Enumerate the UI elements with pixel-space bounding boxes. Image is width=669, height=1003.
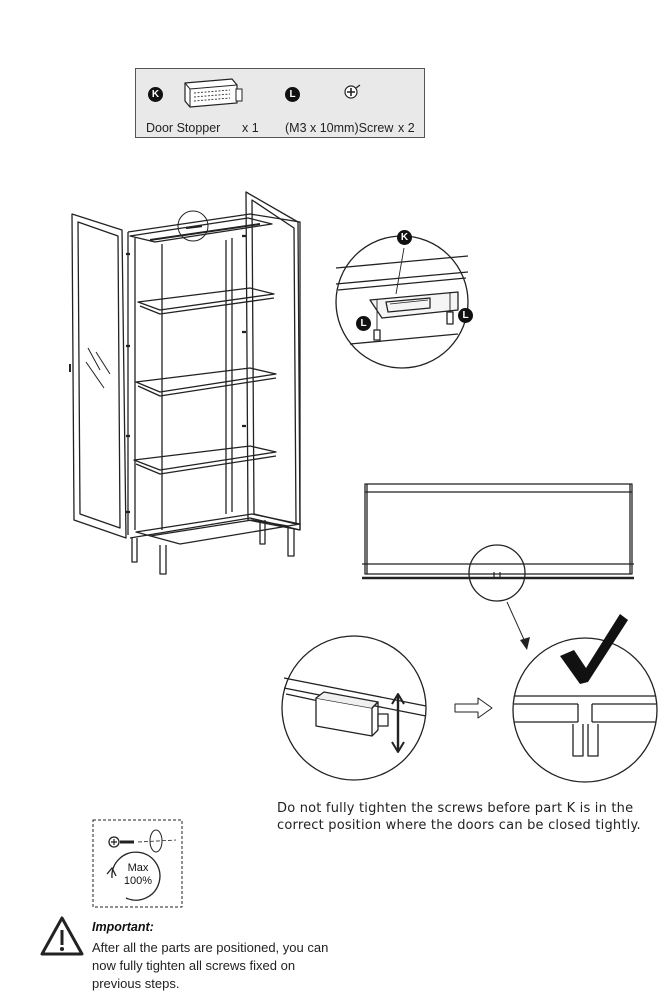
door-stopper-detail-view [335,235,469,369]
torque-line-2: 100% [123,875,153,887]
part-k-name: Door Stopper [146,121,221,135]
door-stopper-adjust-view [281,635,427,781]
callout-l-left-badge: L [356,316,371,331]
part-k-qty: x 1 [242,121,259,135]
part-l-qty: x 2 [398,121,415,135]
door-closed-correct-view [512,637,658,783]
warning-triangle-icon [40,916,84,956]
parts-list-box: K L Door Stopper x 1 (M3 x 10mm)Screw x … [135,68,425,138]
instruction-note: Do not fully tighten the screws before p… [277,801,641,833]
door-stopper-icon [184,78,243,108]
important-title: Important: [92,920,154,934]
callout-k-badge: K [397,230,412,245]
checkmark-icon [560,614,628,684]
torque-limit-box [92,819,183,908]
cabinet-illustration [69,191,301,575]
callout-l-right-badge: L [458,308,473,323]
part-l-badge: L [285,87,300,102]
cabinet-top-front-view [362,483,634,645]
part-k-badge: K [148,87,163,102]
screw-icon [344,84,361,99]
torque-label: Max 100% [118,862,158,888]
torque-line-1: Max [127,862,149,874]
important-body: After all the parts are positioned, you … [92,940,329,991]
part-l-name: (M3 x 10mm)Screw [285,121,394,135]
